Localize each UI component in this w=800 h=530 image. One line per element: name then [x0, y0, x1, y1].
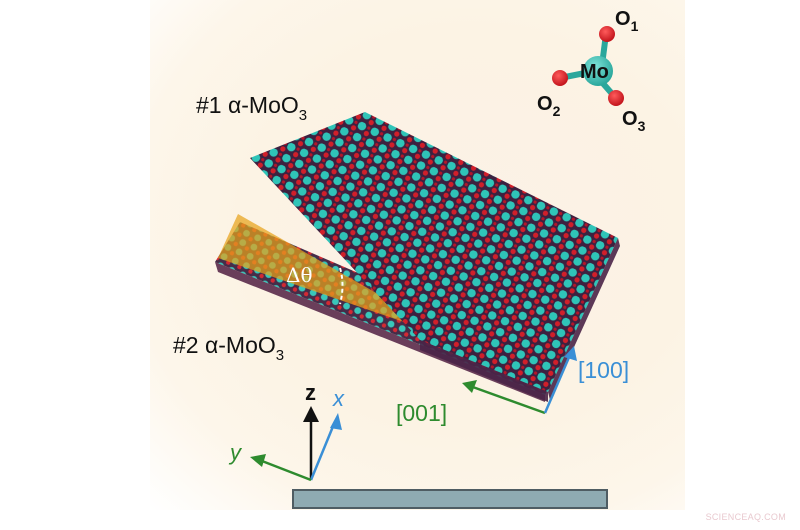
direction-100-arrow	[543, 346, 577, 414]
direction-001-label: [001]	[396, 400, 448, 426]
top-layer-label: #1 α-MoO3	[196, 92, 308, 124]
bottom-layer-label: #2 α-MoO3	[173, 332, 285, 364]
direction-001-arrow	[462, 380, 546, 415]
top-layer	[250, 112, 620, 402]
o3-atom-label: O3	[622, 108, 646, 134]
mo-atom-label: Mo	[580, 61, 609, 83]
watermark: SCIENCEAQ.COM	[705, 512, 786, 522]
o1-atom-label: O1	[615, 8, 639, 34]
mo-o3-molecule	[552, 26, 624, 106]
twist-angle-label: Δθ	[286, 263, 313, 287]
y-axis-label: y	[230, 440, 241, 465]
x-axis-label: x	[333, 386, 344, 411]
substrate	[292, 489, 608, 509]
direction-100-label: [100]	[578, 357, 630, 383]
angle-arc	[339, 267, 344, 305]
z-axis-label: z	[305, 380, 316, 405]
coordinate-axes	[250, 406, 342, 482]
o2-atom-label: O2	[537, 93, 561, 119]
